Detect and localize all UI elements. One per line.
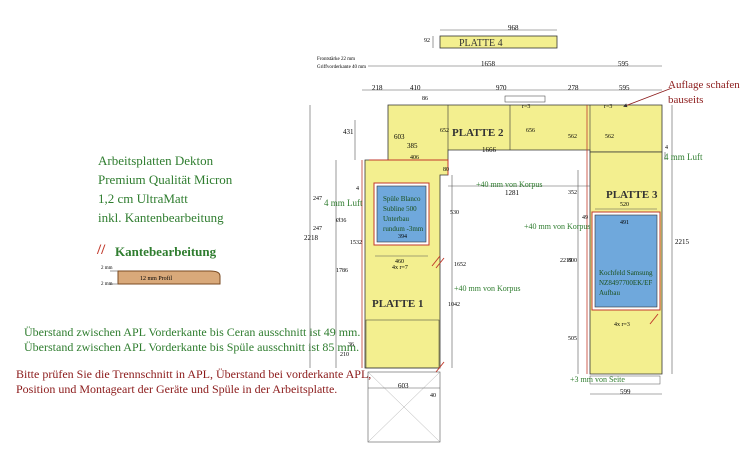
dim-label: 40	[430, 393, 436, 399]
dim-label: 656	[526, 128, 535, 134]
edge-profile-label: 12 mm Profil	[140, 276, 173, 282]
dim-label: 247	[313, 226, 322, 232]
dim-label: 530	[450, 210, 459, 216]
dim-label: 4x r=7	[392, 265, 408, 271]
edge-dim-top: 2 mm	[101, 266, 113, 271]
dim-label: 505	[568, 336, 577, 342]
dim-label: Ø36	[336, 218, 347, 224]
dim-label: 247	[313, 196, 322, 202]
material-line: Arbeitsplatten Dekton	[98, 153, 214, 168]
material-line: 1,2 cm UltraMatt	[98, 191, 188, 206]
dim-label: 603	[394, 133, 405, 141]
dim-label: 2219	[560, 258, 572, 264]
dim-label: 92	[424, 38, 430, 44]
dim-label: 595	[618, 60, 629, 68]
seite-note: +3 mm von Seite	[570, 375, 625, 384]
dim-label: 352	[568, 190, 577, 196]
note-check-1: Bitte prüfen Sie die Trennschnitt in APL…	[16, 367, 372, 381]
dim-label: 80	[443, 167, 449, 173]
dim-label: 595	[619, 84, 630, 92]
dim-label: 4	[665, 145, 668, 151]
dim-label: 968	[508, 24, 519, 32]
dim-label: 1658	[481, 60, 495, 68]
dim-label: 385	[407, 142, 418, 150]
dim-label: 4x r=3	[614, 322, 630, 328]
edge-profile-diagram	[110, 270, 221, 285]
dim-label: 210	[340, 352, 349, 358]
note-ceran: Überstand zwischen APL Vorderkante bis C…	[24, 325, 361, 339]
edge-title: Kantebearbeitung	[115, 244, 217, 259]
dim-label: 1786	[336, 268, 348, 274]
korpus-note: +40 mm von Korpus	[476, 180, 543, 189]
auflage-note: bauseits	[668, 94, 704, 106]
material-text: Arbeitsplatten Dekton Premium Qualität M…	[98, 151, 232, 227]
dim-label: 36	[348, 342, 354, 348]
dim-label: 652	[440, 128, 449, 134]
dim-label: 218	[372, 84, 383, 92]
hob-label: Kochfeld Samsung NZ8497700EK/EF Aufbau	[599, 269, 653, 297]
dim-label: 431	[343, 128, 354, 136]
plate-3-label: PLATTE 3	[606, 189, 658, 201]
hob-dim: 491	[620, 220, 629, 226]
dim-label: 86	[422, 96, 428, 102]
dim-label: 2218	[304, 234, 318, 242]
dim-label: 278	[568, 84, 579, 92]
header-note: Griffvorderkante 40 mm	[317, 65, 367, 70]
dim-label: 460	[395, 259, 404, 265]
dim-label: 1666	[482, 146, 496, 154]
auflage-note: Auflage schafen	[668, 79, 740, 91]
dim-label: r=3	[604, 104, 613, 110]
dim-label: 1042	[448, 302, 460, 308]
dim-label: 406	[410, 155, 419, 161]
dim-label: 800	[568, 258, 577, 264]
dim-label: 410	[410, 84, 421, 92]
hob-cutout	[594, 214, 658, 308]
edge-dim-bottom: 2 mm	[101, 282, 113, 287]
luft-note: 4 mm Luft	[324, 198, 363, 208]
material-line: Premium Qualität Micron	[98, 172, 233, 187]
korpus-note: +40 mm von Korpus	[524, 222, 591, 231]
plate-4-label: PLATTE 4	[459, 38, 503, 49]
sink-label: Spüle Blanco Subline 500 Unterbau rundum…	[383, 195, 424, 233]
dim-label: 603	[398, 382, 409, 390]
plate-4	[439, 35, 558, 49]
luft-note: 4 mm Luft	[664, 152, 703, 162]
header-note: Frontstärke 22 mm	[317, 57, 356, 62]
dim-label: 599	[620, 388, 631, 396]
material-line: inkl. Kantenbearbeitung	[98, 210, 224, 225]
sink-cutout	[376, 185, 427, 243]
dim-label: 1281	[505, 189, 519, 197]
dim-label: 2215	[675, 238, 689, 246]
plate-1-label: PLATTE 1	[372, 298, 424, 310]
dim-label: 562	[605, 134, 614, 140]
korpus-note: +40 mm von Korpus	[454, 284, 521, 293]
dim-label: 1652	[454, 262, 466, 268]
dim-label: 49	[582, 215, 588, 221]
dim-label: 4	[356, 186, 359, 192]
note-spuele: Überstand zwischen APL Vorderkante bis S…	[24, 340, 360, 354]
dim-label: 520	[620, 202, 629, 208]
note-check-2: Position und Montageart der Geräte und S…	[16, 382, 338, 396]
dim-label: 970	[496, 84, 507, 92]
edge-mark-icon: //	[97, 242, 106, 258]
dim-label: r=3	[522, 104, 531, 110]
dim-label: 562	[568, 134, 577, 140]
cabinet-below	[367, 371, 441, 443]
plate-2-label: PLATTE 2	[452, 127, 504, 139]
dim-label: 1532	[350, 240, 362, 246]
sink-dim: 394	[398, 234, 407, 240]
